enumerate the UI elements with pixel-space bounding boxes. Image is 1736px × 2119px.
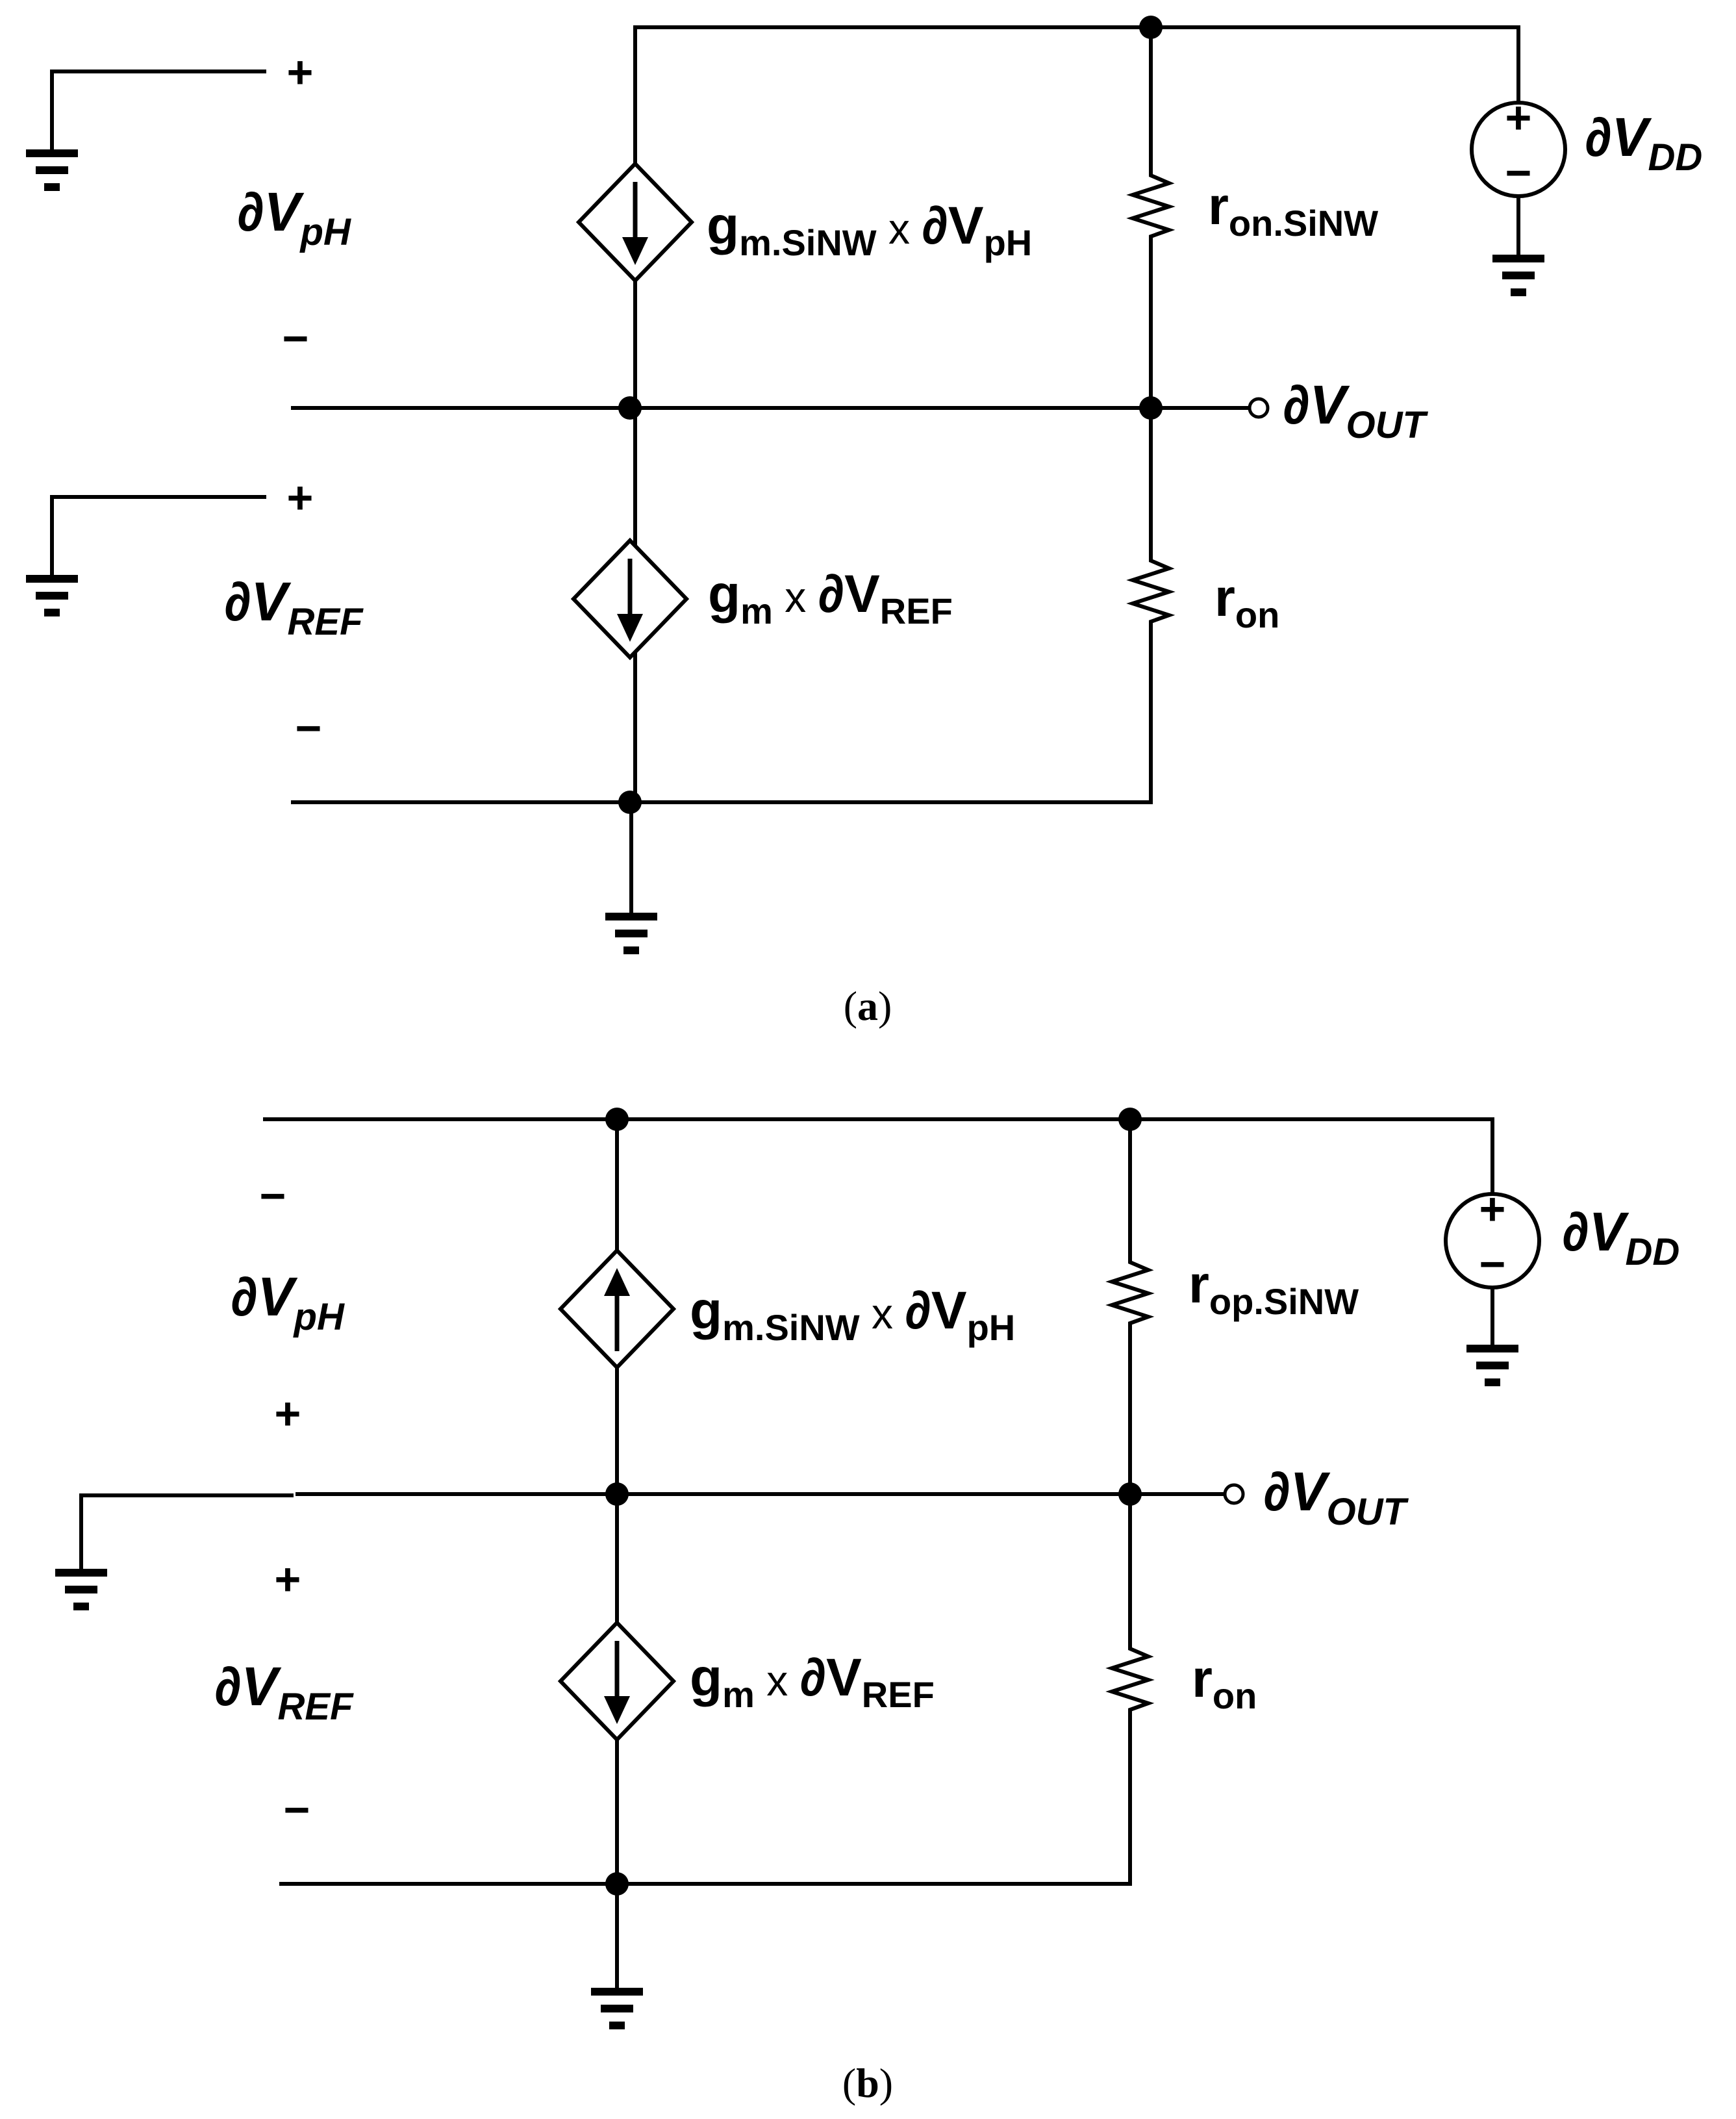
supply-minus-sign: − bbox=[1505, 147, 1532, 198]
voltage-source-supply: + − bbox=[1470, 92, 1567, 198]
junction-dot bbox=[618, 396, 642, 420]
input-ref-bottom-sign: − bbox=[284, 1784, 310, 1835]
junction-dot bbox=[1118, 1482, 1142, 1506]
ground-icon bbox=[591, 1988, 643, 2029]
circuit-a: + − + − + − ∂VpH ∂VREF bbox=[26, 16, 1702, 1029]
ground-icon bbox=[26, 575, 78, 616]
resistor-top bbox=[1126, 170, 1176, 242]
input-ref-bottom-sign: − bbox=[296, 703, 322, 754]
input-ref-top-sign: + bbox=[275, 1554, 301, 1605]
output-label: ∂VOUT bbox=[1263, 1461, 1409, 1533]
caption-a: (a) bbox=[844, 983, 892, 1029]
resistor-top-label: ron.SiNW bbox=[1208, 177, 1378, 244]
ground-icon bbox=[26, 149, 78, 191]
junction-dot bbox=[1139, 16, 1163, 39]
source-top-label: gm.SiNW x ∂VpH bbox=[690, 1281, 1015, 1348]
dependent-current-source-bottom bbox=[570, 537, 690, 661]
supply-label: ∂VDD bbox=[1562, 1201, 1679, 1273]
junction-dot bbox=[1139, 396, 1163, 420]
input-ph-bottom-sign: − bbox=[283, 313, 309, 364]
ground-icon bbox=[605, 913, 657, 954]
wires-a bbox=[50, 25, 1520, 913]
output-label: ∂VOUT bbox=[1283, 374, 1429, 446]
junction-dot bbox=[1118, 1108, 1142, 1131]
dependent-current-source-top bbox=[575, 160, 695, 284]
supply-minus-sign: − bbox=[1479, 1239, 1506, 1289]
input-ref-label: ∂VREF bbox=[214, 1656, 354, 1728]
input-ph-label: ∂VpH bbox=[237, 181, 351, 253]
resistor-bottom bbox=[1126, 555, 1176, 627]
resistor-top-label: rop.SiNW bbox=[1189, 1255, 1359, 1322]
arrow-up-icon bbox=[604, 1268, 630, 1296]
input-ph-label: ∂VpH bbox=[231, 1266, 345, 1338]
junction-dot bbox=[618, 791, 642, 814]
circuit-b: + − − + + − ∂VpH ∂VREF gm.SiNW x ∂VpH gm… bbox=[55, 1108, 1679, 2106]
supply-label: ∂VDD bbox=[1585, 107, 1702, 179]
dependent-current-source-top bbox=[557, 1247, 677, 1371]
input-ph-top-sign: − bbox=[260, 1171, 286, 1221]
resistor-bottom bbox=[1105, 1643, 1155, 1715]
output-terminal bbox=[1223, 1483, 1245, 1505]
supply-plus-sign: + bbox=[1479, 1184, 1506, 1234]
dependent-current-source-bottom bbox=[557, 1619, 677, 1743]
arrow-down-icon bbox=[617, 614, 643, 642]
junction-dot bbox=[605, 1872, 629, 1896]
source-bottom-label: gm x ∂VREF bbox=[690, 1648, 935, 1715]
resistor-bottom-label: ron bbox=[1192, 1649, 1257, 1716]
caption-b: (b) bbox=[842, 2060, 893, 2106]
source-top-label: gm.SiNW x ∂VpH bbox=[707, 196, 1032, 263]
input-ref-top-sign: + bbox=[287, 472, 314, 523]
arrow-down-icon bbox=[622, 237, 648, 265]
input-ref-label: ∂VREF bbox=[224, 571, 364, 643]
supply-plus-sign: + bbox=[1505, 92, 1532, 143]
resistor-top bbox=[1105, 1257, 1155, 1328]
junction-dot bbox=[605, 1482, 629, 1506]
input-ph-bottom-sign: + bbox=[275, 1388, 301, 1439]
resistor-bottom-label: ron bbox=[1214, 568, 1279, 635]
source-bottom-label: gm x ∂VREF bbox=[708, 565, 953, 631]
output-terminal bbox=[1248, 397, 1270, 419]
ground-icon bbox=[1466, 1345, 1518, 1386]
ground-icon bbox=[55, 1569, 107, 1610]
voltage-source-supply: + − bbox=[1444, 1184, 1541, 1289]
junction-dot bbox=[605, 1108, 629, 1131]
arrow-down-icon bbox=[604, 1696, 630, 1724]
input-ph-top-sign: + bbox=[287, 47, 314, 97]
ground-icon bbox=[1492, 255, 1544, 296]
